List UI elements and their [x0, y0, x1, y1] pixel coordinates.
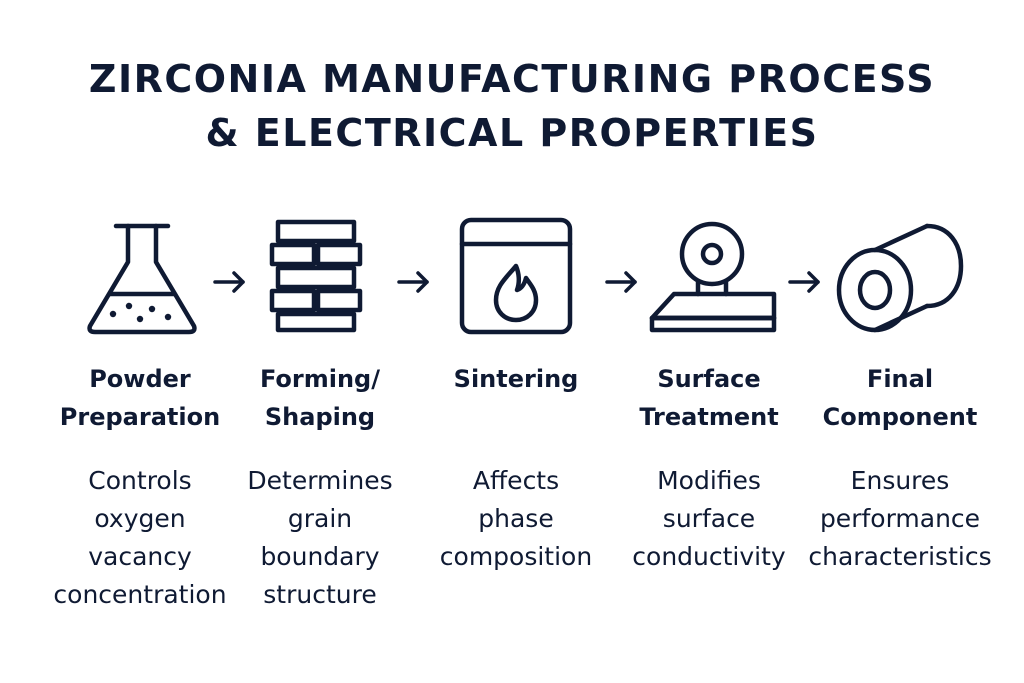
step-name-powder-preparation: Powder Preparation — [59, 365, 221, 431]
cylinder-tube-icon — [835, 218, 965, 336]
brick-stack-icon — [266, 218, 366, 334]
arrow-icon — [213, 271, 245, 293]
step-description-sintering: Affects phase composition — [439, 466, 593, 571]
arrow-icon — [788, 271, 820, 293]
title-line-2: & ELECTRICAL PROPERTIES — [205, 111, 819, 155]
step-description-surface-treatment: Modifies surface conductivity — [632, 466, 786, 571]
step-name-surface-treatment: Surface Treatment — [639, 365, 779, 431]
step-name-final-component: Final Component — [822, 365, 978, 431]
polishing-disc-icon — [648, 218, 778, 336]
title-line-1: ZIRCONIA MANUFACTURING PROCESS — [88, 57, 936, 101]
arrow-icon — [605, 271, 637, 293]
step-description-final-component: Ensures performance characteristics — [808, 466, 992, 571]
step-description-powder-preparation: Controls oxygen vacancy concentration — [53, 466, 227, 609]
step-name-sintering: Sintering — [453, 365, 579, 393]
step-name-forming-shaping: Forming/ Shaping — [259, 365, 380, 431]
arrow-icon — [397, 271, 429, 293]
diagram-title: ZIRCONIA MANUFACTURING PROCESS & ELECTRI… — [0, 52, 1024, 160]
furnace-flame-icon — [456, 216, 576, 336]
flask-icon — [82, 218, 202, 336]
step-description-forming-shaping: Determines grain boundary structure — [247, 466, 393, 609]
